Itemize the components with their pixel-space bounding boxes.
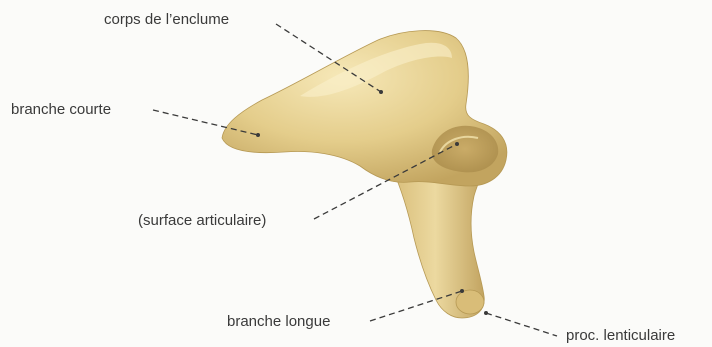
label-body: corps de l’enclume bbox=[104, 11, 229, 29]
lenticular-process-shape bbox=[456, 290, 484, 314]
pointer-dot-articular-surface bbox=[455, 142, 459, 146]
pointer-dot-body bbox=[379, 90, 383, 94]
leader-line-lenticular-process bbox=[486, 313, 557, 336]
label-lenticular-process: proc. lenticulaire bbox=[566, 327, 675, 345]
pointer-dot-short-process bbox=[256, 133, 260, 137]
pointer-dot-long-process bbox=[460, 289, 464, 293]
label-short-process: branche courte bbox=[11, 101, 111, 119]
label-articular-surface: (surface articulaire) bbox=[138, 212, 266, 230]
pointer-dot-lenticular-process bbox=[484, 311, 488, 315]
label-long-process: branche longue bbox=[227, 313, 330, 331]
